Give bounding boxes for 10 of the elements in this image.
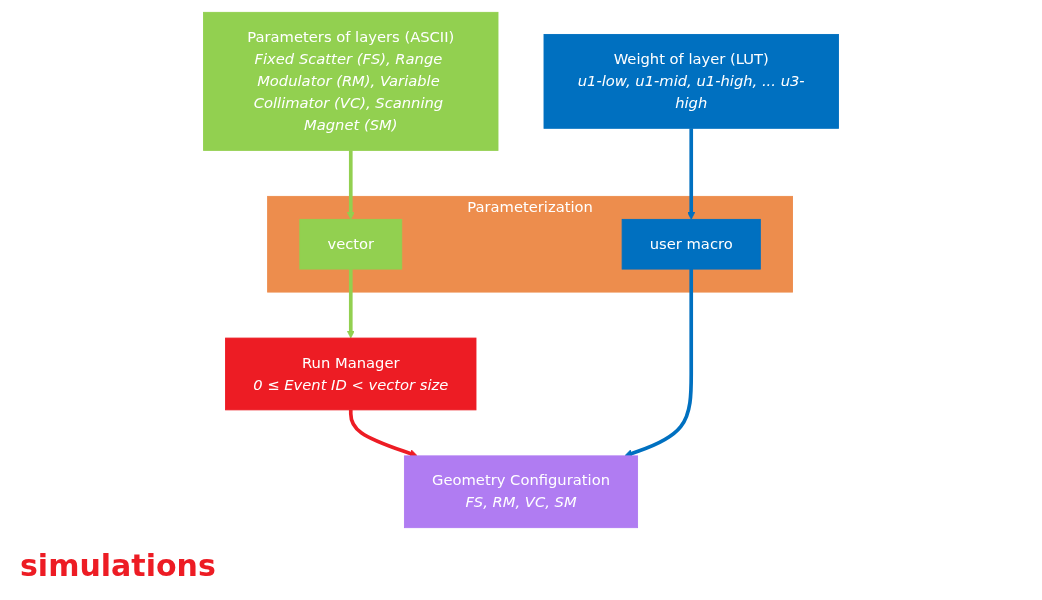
node-box: vector — [299, 218, 403, 270]
arrow — [346, 150, 355, 220]
node-box: user macro — [621, 218, 761, 270]
node-box: Parameters of layers (ASCII) Fixed Scatter (FS), Range Modulator (RM), Variable Collimator (VC), Scanning Magnet (SM) — [203, 11, 499, 151]
node-box: Geometry Configuration FS, RM, VC, SM — [403, 455, 639, 529]
arrow — [346, 269, 355, 339]
node-box: Weight of layer (LUT) u1-low, u1-mid, u1-high, ... u3-high — [543, 34, 839, 129]
node-box: Run Manager 0 ≤ Event ID < vector size — [225, 337, 477, 411]
arrow — [687, 128, 696, 220]
note-text: simulations — [20, 548, 216, 583]
